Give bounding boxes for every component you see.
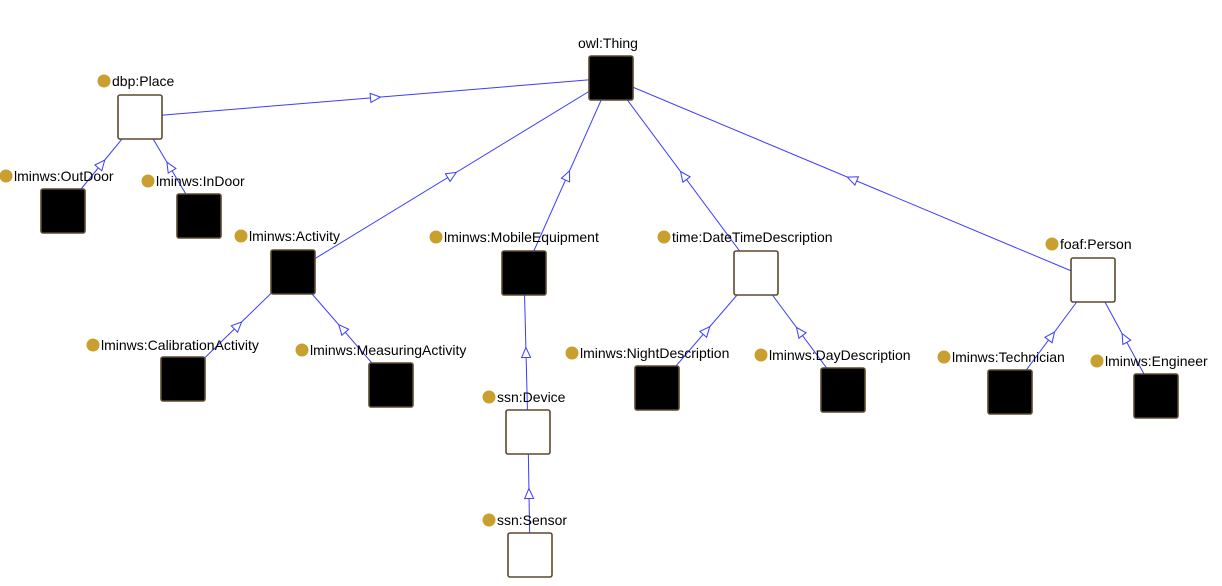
class-node-box[interactable] — [270, 249, 316, 295]
class-marker-icon — [97, 74, 111, 88]
class-node-label: lminws:Technician — [952, 349, 1065, 365]
subclass-arrow-icon — [523, 487, 535, 500]
subclass-arrow-icon — [846, 176, 860, 187]
class-node-mobile[interactable]: lminws:MobileEquipment — [429, 229, 599, 296]
subclass-arrow-icon — [560, 169, 571, 183]
nodes-layer: owl:Thing dbp:Place lminws:OutDoor lminws:I… — [0, 35, 1209, 578]
class-node-technician[interactable]: lminws:Technician — [937, 349, 1065, 415]
class-marker-icon — [754, 348, 768, 362]
class-marker-icon — [1090, 354, 1104, 368]
class-node-label: lminws:NightDescription — [580, 345, 729, 361]
class-node-label: lminws:Activity — [249, 228, 340, 244]
edges-layer — [62, 77, 1157, 556]
class-node-label: ssn:Sensor — [497, 512, 567, 528]
class-node-label: lminws:MeasuringActivity — [310, 342, 466, 358]
edge-activity-to-thing — [292, 77, 612, 273]
class-node-outdoor[interactable]: lminws:OutDoor — [0, 168, 114, 234]
edge-place-to-thing — [139, 77, 612, 118]
class-node-label: time:DateTimeDescription — [672, 229, 833, 245]
class-node-label: owl:Thing — [578, 35, 638, 51]
subclass-arrow-icon — [679, 170, 692, 184]
class-node-label: ssn:Device — [497, 389, 566, 405]
class-marker-icon — [937, 350, 951, 364]
class-node-place[interactable]: dbp:Place — [97, 73, 175, 140]
subclass-arrow-icon — [698, 325, 711, 339]
subclass-arrow-icon — [1121, 332, 1132, 346]
class-node-calib[interactable]: lminws:CalibrationActivity — [86, 337, 259, 402]
class-node-box[interactable] — [117, 94, 163, 140]
subclass-arrow-icon — [230, 321, 243, 334]
class-node-box[interactable] — [733, 250, 779, 296]
class-marker-icon — [141, 174, 155, 188]
class-node-box[interactable] — [820, 367, 866, 413]
class-node-box[interactable] — [368, 362, 414, 408]
edge-datetime-to-thing — [610, 77, 757, 274]
class-node-activity[interactable]: lminws:Activity — [234, 228, 341, 295]
class-node-box[interactable] — [501, 250, 547, 296]
subclass-arrow-icon — [369, 92, 382, 104]
subclass-arrow-icon — [93, 159, 106, 172]
class-marker-icon — [234, 229, 248, 243]
class-node-label: lminws:CalibrationActivity — [101, 337, 259, 353]
class-node-label: lminws:OutDoor — [14, 168, 114, 184]
class-node-person[interactable]: foaf:Person — [1045, 236, 1132, 303]
class-marker-icon — [565, 346, 579, 360]
subclass-arrow-icon — [337, 323, 350, 337]
class-node-box[interactable] — [176, 193, 222, 239]
class-node-label: foaf:Person — [1060, 236, 1132, 252]
edge-device-to-mobile — [520, 272, 532, 433]
edge-mobile-to-thing — [523, 77, 612, 274]
class-node-thing[interactable]: owl:Thing — [578, 35, 638, 101]
class-node-datetime[interactable]: time:DateTimeDescription — [657, 229, 833, 296]
class-node-indoor[interactable]: lminws:InDoor — [141, 173, 246, 239]
subclass-arrow-icon — [1043, 331, 1056, 344]
class-node-day[interactable]: lminws:DayDescription — [754, 347, 911, 413]
subclass-arrow-icon — [166, 161, 177, 174]
class-node-box[interactable] — [40, 188, 86, 234]
class-node-measuring[interactable]: lminws:MeasuringActivity — [295, 342, 467, 408]
class-node-label: lminws:Engineer — [1105, 353, 1208, 369]
class-node-label: lminws:DayDescription — [769, 347, 911, 363]
class-marker-icon — [0, 169, 13, 183]
class-marker-icon — [482, 513, 496, 527]
class-node-box[interactable] — [987, 369, 1033, 415]
class-node-engineer[interactable]: lminws:Engineer — [1090, 353, 1209, 419]
class-marker-icon — [295, 343, 309, 357]
class-marker-icon — [482, 390, 496, 404]
subclass-arrow-icon — [444, 171, 458, 183]
class-node-box[interactable] — [160, 356, 206, 402]
class-node-sensor[interactable]: ssn:Sensor — [482, 512, 568, 578]
subclass-arrow-icon — [795, 326, 808, 340]
class-node-box[interactable] — [507, 532, 553, 578]
class-node-label: lminws:MobileEquipment — [444, 229, 599, 245]
subclass-arrow-icon — [520, 346, 532, 359]
class-marker-icon — [86, 338, 100, 352]
edge-person-to-thing — [610, 77, 1094, 281]
class-marker-icon — [1045, 237, 1059, 251]
class-node-label: dbp:Place — [112, 73, 174, 89]
class-node-device[interactable]: ssn:Device — [482, 389, 566, 455]
class-node-box[interactable] — [505, 409, 551, 455]
class-marker-icon — [657, 230, 671, 244]
class-node-night[interactable]: lminws:NightDescription — [565, 345, 730, 411]
class-node-box[interactable] — [634, 365, 680, 411]
class-node-box[interactable] — [1133, 373, 1179, 419]
class-node-box[interactable] — [588, 55, 634, 101]
class-node-box[interactable] — [1070, 257, 1116, 303]
class-marker-icon — [429, 230, 443, 244]
class-node-label: lminws:InDoor — [156, 173, 245, 189]
